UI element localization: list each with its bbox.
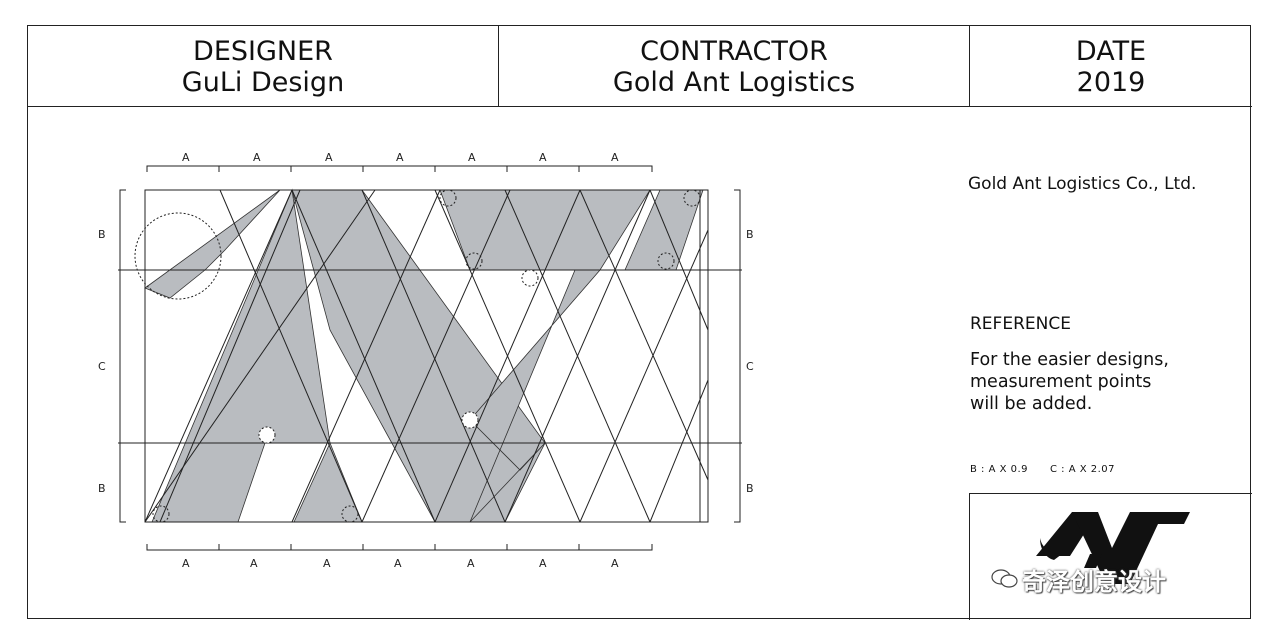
gold-ant-logo (1036, 512, 1190, 584)
measurement-point (683, 189, 701, 207)
dim-label-b: B (746, 228, 754, 241)
dim-label-a: A (253, 151, 261, 164)
dim-label-a: A (539, 151, 547, 164)
dim-label-a: A (611, 557, 619, 570)
dim-label-b: B (746, 482, 754, 495)
dim-label-a: A (250, 557, 258, 570)
dim-label-c: C (98, 360, 106, 373)
date-label: DATE (1075, 36, 1147, 67)
designer-label: DESIGNER (193, 36, 333, 67)
measurement-point (341, 505, 359, 523)
outer-frame (144, 189, 709, 523)
reference-note: For the easier designs, measurement poin… (970, 349, 1240, 415)
dim-label-a: A (182, 557, 190, 570)
measurement-point (152, 505, 170, 523)
dim-label-c: C (746, 360, 754, 373)
measurement-point (461, 411, 479, 429)
reference-line: For the easier designs, (970, 350, 1169, 370)
top-left-wedge-shape (144, 189, 281, 299)
dimension-brackets (119, 165, 741, 551)
dim-label-b: B (98, 228, 106, 241)
measurement-circle-large (134, 212, 222, 300)
reference-title: REFERENCE (970, 314, 1071, 334)
ratio-c: C : A X 2.07 (1050, 464, 1116, 475)
watermark-text: 奇泽创意设计 (1022, 568, 1166, 596)
date-cell: DATE 2019 (969, 26, 1252, 107)
contractor-label: CONTRACTOR (640, 36, 828, 67)
dim-label-a: A (394, 557, 402, 570)
company-name: Gold Ant Logistics Co., Ltd. (968, 174, 1197, 194)
measurement-point (439, 189, 457, 207)
dim-label-a: A (467, 557, 475, 570)
measurement-point (465, 252, 483, 270)
dim-label-a: A (323, 557, 331, 570)
dimension-labels: A A A A A A A A A A A A A A B C B B C B (98, 151, 754, 570)
date-value: 2019 (1076, 67, 1146, 98)
dim-label-b: B (98, 482, 106, 495)
measurement-points (134, 189, 701, 523)
dim-label-a: A (182, 151, 190, 164)
designer-name: GuLi Design (181, 67, 345, 98)
construction-grid (118, 189, 742, 523)
contractor-name: Gold Ant Logistics (612, 67, 856, 98)
dim-label-a: A (468, 151, 476, 164)
contractor-cell: CONTRACTOR Gold Ant Logistics (498, 26, 969, 107)
measurement-point (521, 269, 539, 287)
dim-label-a: A (396, 151, 404, 164)
dim-label-a: A (611, 151, 619, 164)
designer-cell: DESIGNER GuLi Design (28, 26, 498, 107)
logo-box: 奇泽创意设计 (969, 493, 1252, 620)
ratio-b: B : A X 0.9 (970, 464, 1029, 475)
measurement-point (657, 252, 675, 270)
reference-line: measurement points (970, 372, 1152, 392)
title-block-sheet: DESIGNER GuLi Design CONTRACTOR Gold Ant… (27, 25, 1252, 620)
dim-label-a: A (325, 151, 333, 164)
reference-line: will be added. (970, 394, 1093, 414)
logo-fill-shapes (144, 188, 704, 523)
dim-label-a: A (539, 557, 547, 570)
wechat-icon (991, 569, 1018, 588)
measurement-point (258, 426, 276, 444)
